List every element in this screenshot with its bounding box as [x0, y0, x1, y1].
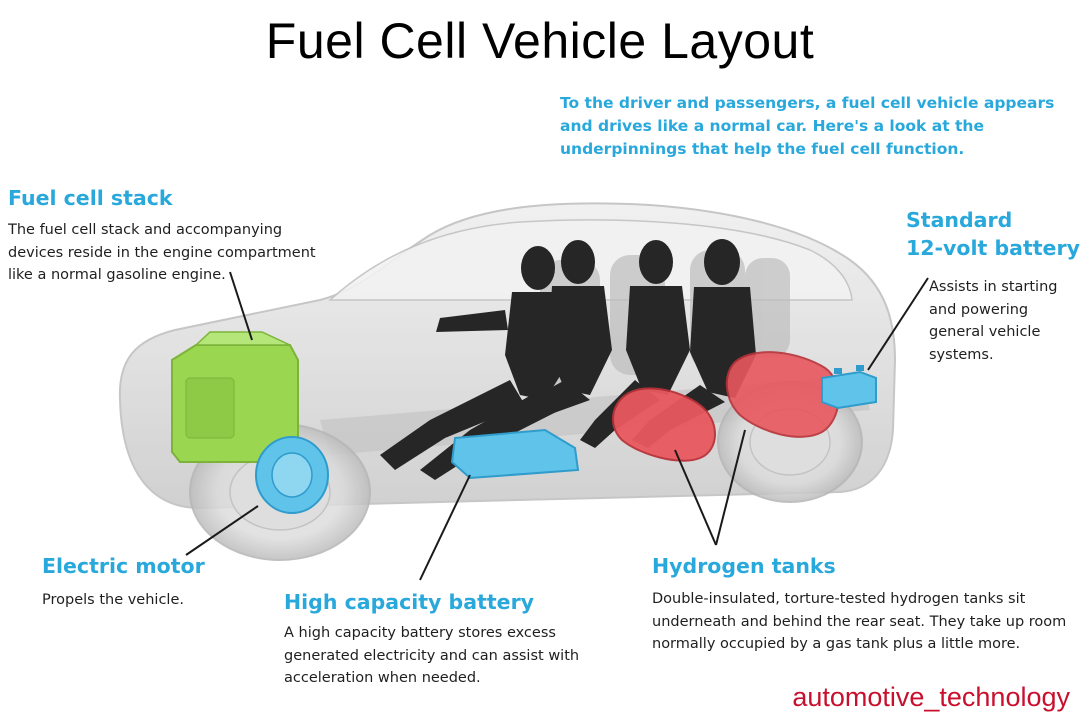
standard-battery-heading-line1: Standard [906, 208, 1013, 232]
fuel-cell-stack-heading: Fuel cell stack [8, 186, 173, 210]
leader-lines [185, 271, 929, 581]
fuel-cell-stack-description: The fuel cell stack and accompanying dev… [8, 222, 316, 283]
intro-text: To the driver and passengers, a fuel cel… [560, 94, 1055, 158]
watermark: automotive_technology [792, 682, 1070, 712]
standard-battery-heading-line2: 12-volt battery [906, 236, 1080, 260]
high-capacity-battery-heading: High capacity battery [284, 590, 535, 614]
page-title: Fuel Cell Vehicle Layout [265, 13, 815, 69]
standard-12v-battery [821, 365, 877, 410]
electric-motor-description: Propels the vehicle. [42, 592, 184, 608]
standard-battery-description: Assists in starting and powering general… [929, 279, 1058, 363]
high-capacity-battery-description: A high capacity battery stores excess ge… [284, 625, 580, 686]
high-capacity-battery [450, 428, 580, 480]
hydrogen-tanks-heading: Hydrogen tanks [652, 554, 836, 578]
fuel-cell-stack [171, 331, 299, 463]
hydrogen-tanks-description: Double-insulated, torture-tested hydroge… [652, 591, 1067, 652]
hydrogen-tanks [612, 351, 840, 462]
electric-motor [255, 436, 329, 514]
electric-motor-heading: Electric motor [42, 554, 205, 578]
